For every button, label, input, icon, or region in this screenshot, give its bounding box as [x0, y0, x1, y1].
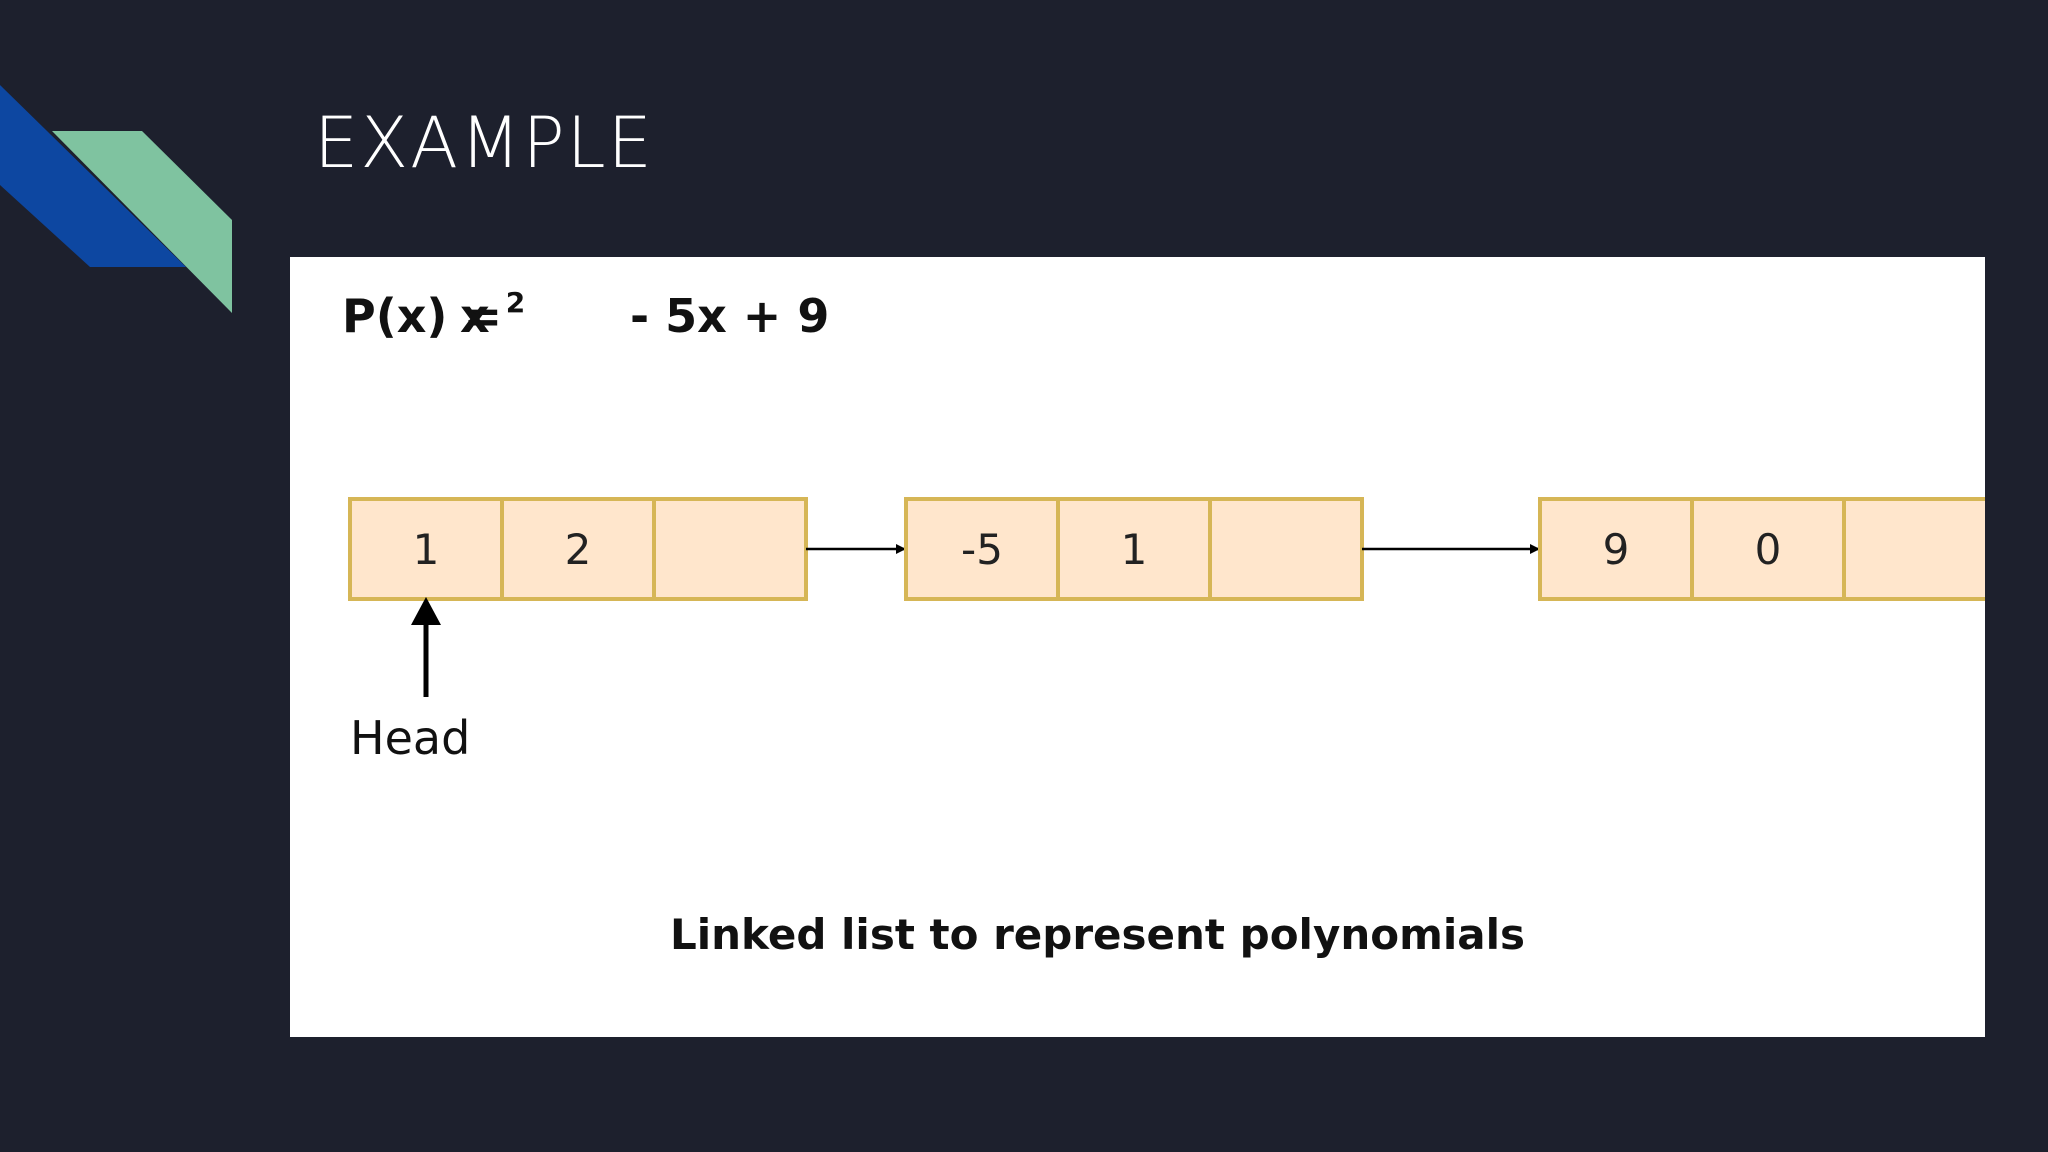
coefficient-cell-value: 1: [413, 525, 440, 574]
green-stripe: [52, 131, 232, 313]
next-pointer-cell: [1842, 497, 1985, 601]
coefficient-cell: [904, 497, 1060, 601]
next-pointer-cell: [1208, 497, 1364, 601]
corner-decoration: [0, 85, 232, 313]
power-cell-value: 2: [565, 525, 592, 574]
diagram-caption: Linked list to represent polynomials: [670, 910, 1525, 959]
list-node: -5 1: [904, 497, 1364, 601]
next-pointer-cell: [652, 497, 808, 601]
coefficient-cell-value: 9: [1603, 525, 1630, 574]
equation-rest: - 5x + 9: [630, 289, 829, 343]
coefficient-cell: [1538, 497, 1694, 601]
power-cell: [1690, 497, 1846, 601]
equation-exponent: 2: [506, 286, 525, 319]
head-label: Head: [350, 711, 470, 765]
polynomial-equation: P(x) = x 2 - 5x + 9: [342, 269, 829, 343]
power-cell-value: 0: [1755, 525, 1782, 574]
blue-stripe: [0, 85, 186, 267]
equation-base: x: [460, 289, 490, 343]
slide-title: EXAMPLE: [314, 102, 654, 184]
equation-lhs: P(x) =: [342, 289, 502, 343]
head-arrowhead: [411, 597, 441, 625]
power-cell-value: 1: [1121, 525, 1148, 574]
coefficient-cell-value: -5: [961, 525, 1003, 574]
